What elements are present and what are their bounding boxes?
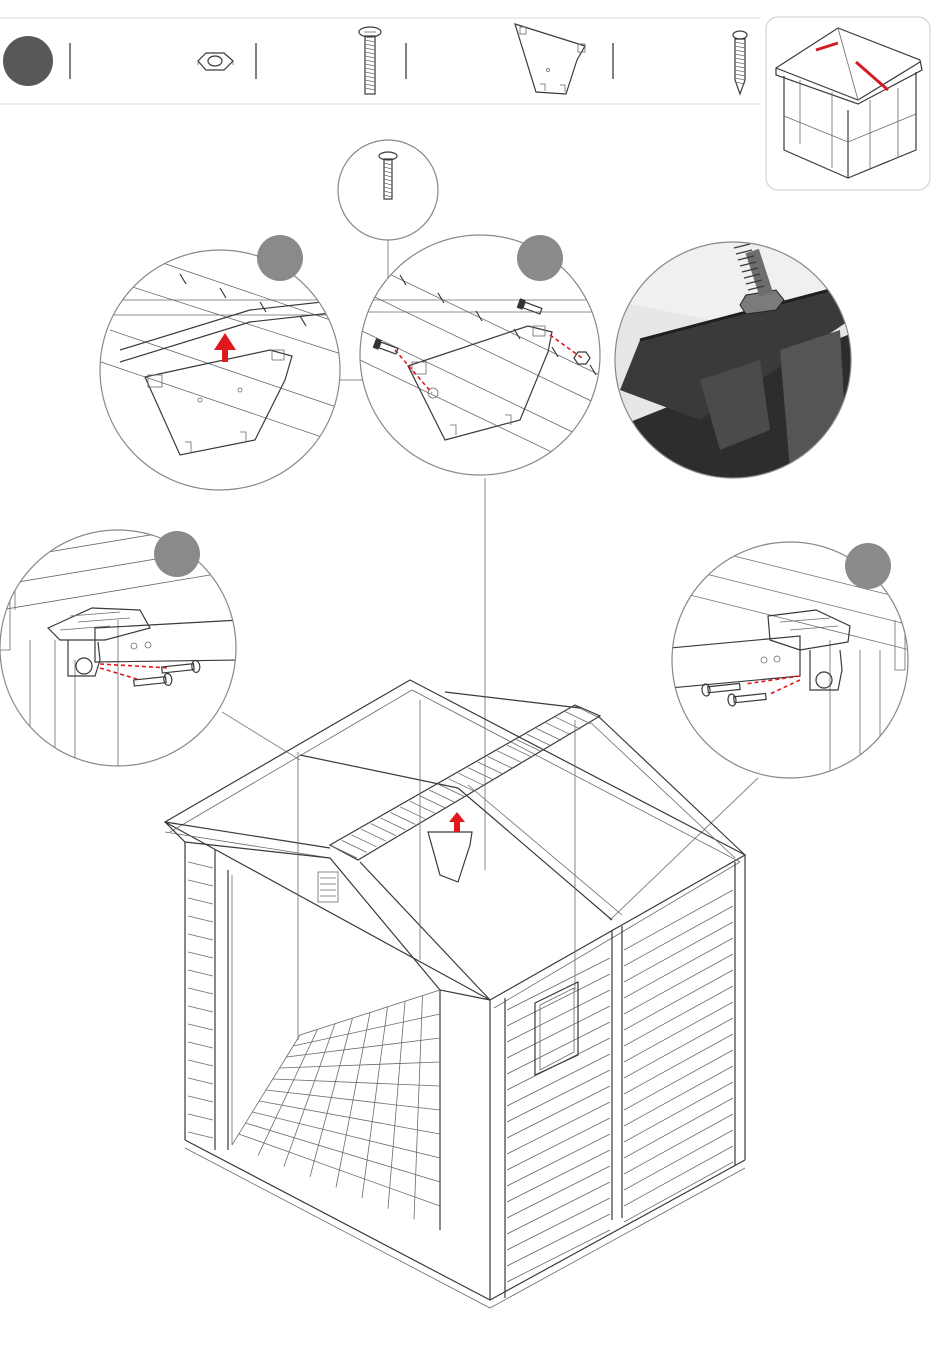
left-corner-screws-callout (0, 520, 240, 780)
shed-assembly-icon (165, 680, 745, 1308)
right-corner-screws-callout (670, 540, 910, 780)
parts-bar (0, 18, 760, 104)
bolt-icon (359, 27, 381, 94)
bracket-bolt-callout (360, 235, 610, 480)
main-lift-arrow-icon (449, 812, 465, 832)
step-number-badge (3, 36, 53, 86)
callout-badge (845, 543, 891, 589)
callout-badge (517, 235, 563, 281)
hex-nut-icon (198, 53, 233, 70)
bolt-detail-callout (338, 140, 438, 240)
bracket-raise-callout (95, 235, 360, 490)
callout-badge (154, 531, 200, 577)
callout-badge (257, 235, 303, 281)
shed-roof-overview-icon (766, 17, 930, 190)
self-tapping-screw-icon (733, 31, 747, 94)
nut-photo-callout (610, 240, 860, 480)
gable-bracket-icon (515, 24, 585, 94)
